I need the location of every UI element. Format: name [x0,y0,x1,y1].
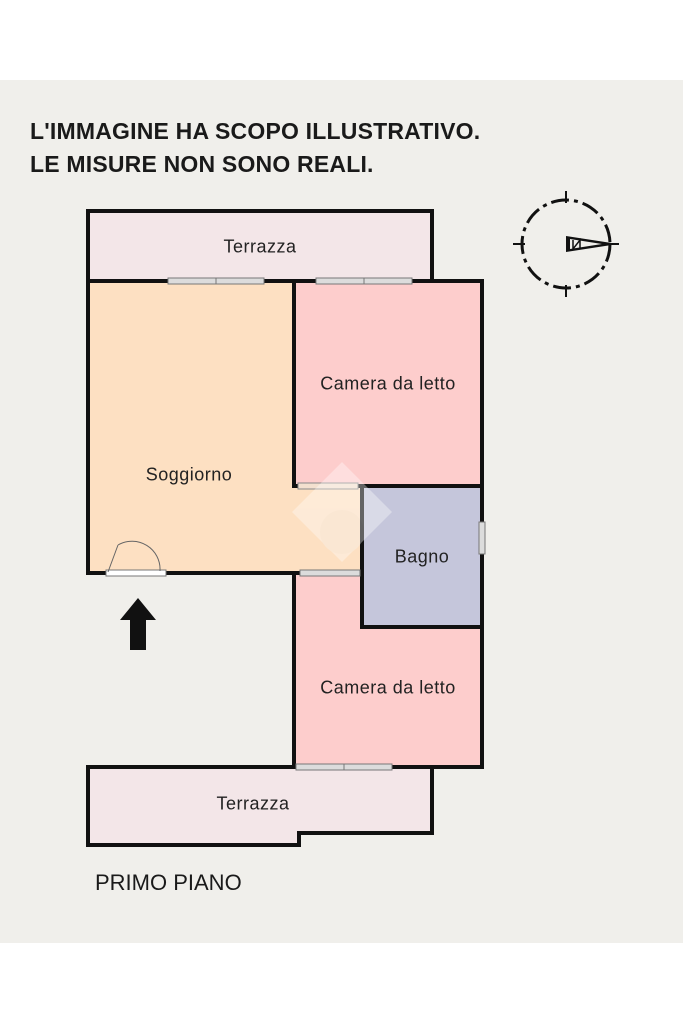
soggiorno-extension [294,486,362,573]
camera-1-label: Camera da letto [320,373,456,394]
camera-1-room [294,281,482,486]
terrazza-top-room [88,211,432,281]
watermark-logo [292,462,392,562]
disclaimer-line-1: L'IMMAGINE HA SCOPO ILLUSTRATIVO. [30,118,481,144]
doorway-gap [297,482,359,490]
soggiorno-label: Soggiorno [145,464,233,485]
soggiorno-room [88,281,294,573]
disclaimer-line-2: LE MISURE NON SONO REALI. [30,151,374,177]
bagno-label: Bagno [394,546,450,567]
terrazza-bottom-label: Terrazza [216,793,290,814]
bagno-room [362,486,482,627]
windows [167,277,486,771]
compass-north-east-icon [513,191,619,297]
camera-2-room [294,573,482,767]
entrance-door [105,540,167,577]
entrance-arrow-icon [120,598,156,650]
terrazza-bottom-room [88,767,432,845]
terrazza-top-label: Terrazza [223,236,297,257]
floor-title: PRIMO PIANO [95,870,242,895]
camera-2-label: Camera da letto [320,677,456,698]
